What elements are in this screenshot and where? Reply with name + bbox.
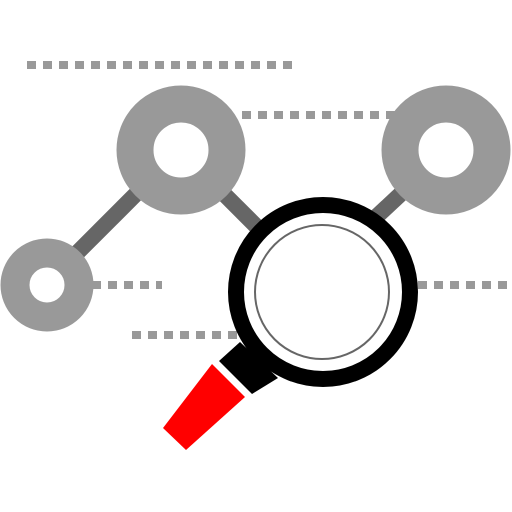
node-left (0, 238, 94, 332)
magnifier-handle-collar (219, 342, 278, 394)
magnifier (163, 197, 418, 450)
magnifier-handle-grip (163, 364, 245, 450)
node-right (381, 85, 511, 215)
node-center (116, 85, 246, 215)
connector-left-to-center (64, 184, 146, 266)
dotted-guides (27, 61, 512, 339)
nodes (0, 85, 511, 332)
magnifier-lens-inner-rim (254, 224, 390, 360)
magnifier-lens-ring (228, 197, 418, 387)
